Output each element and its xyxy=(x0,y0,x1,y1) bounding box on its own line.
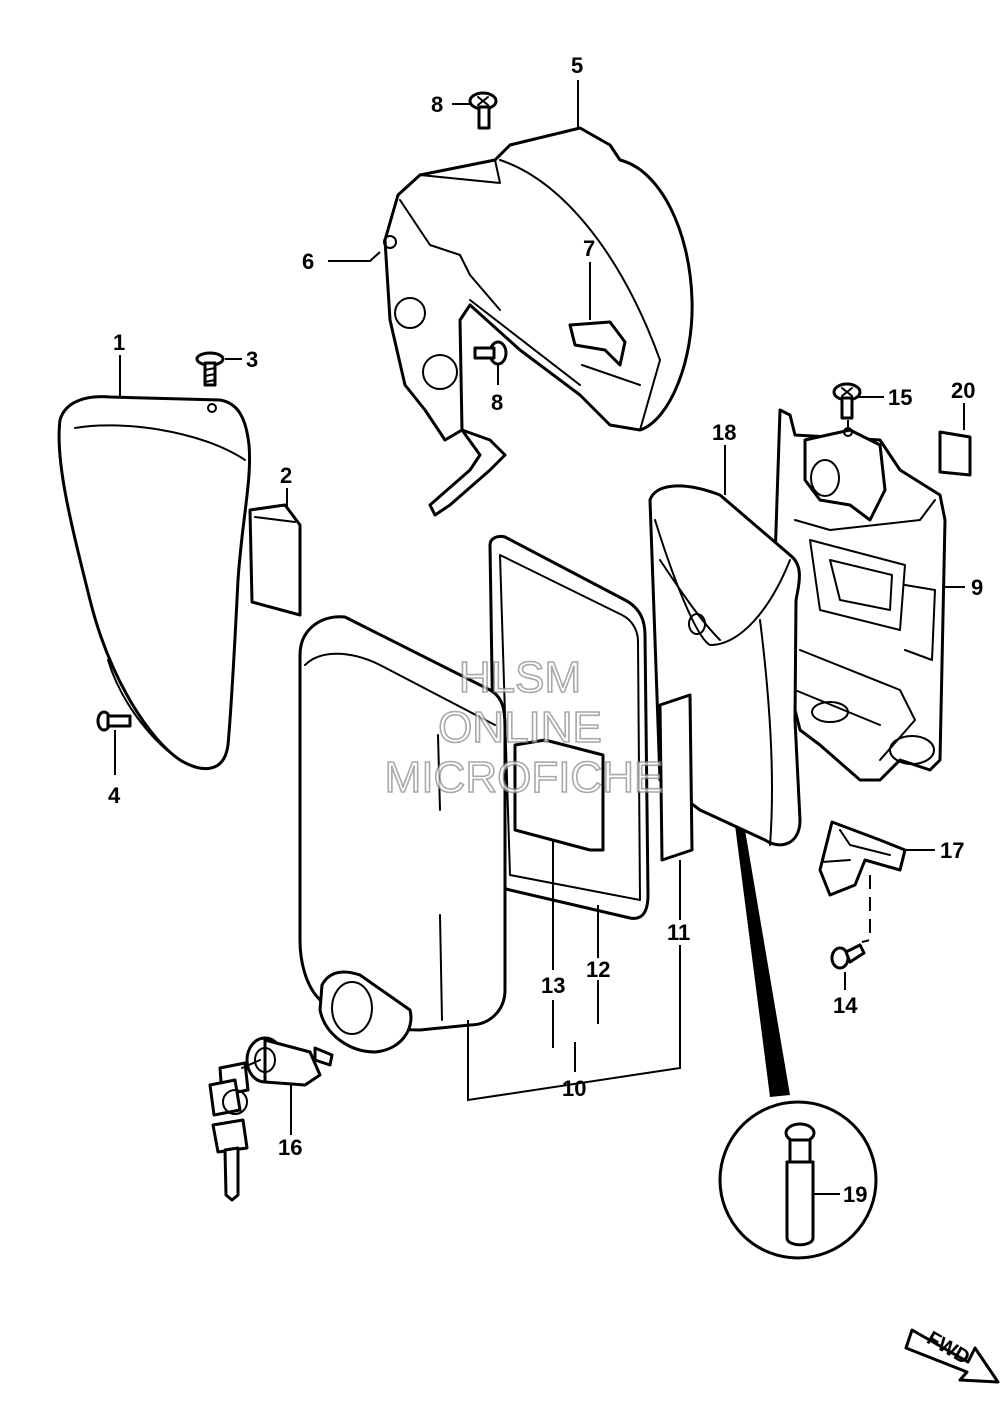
callout-13: 13 xyxy=(541,973,565,998)
callout-1: 1 xyxy=(113,330,125,355)
callout-20: 20 xyxy=(951,378,975,403)
watermark-line-1: HLSM xyxy=(459,653,581,702)
callout-5: 5 xyxy=(571,53,583,78)
callout-18: 18 xyxy=(712,420,736,445)
callout-16: 16 xyxy=(278,1135,302,1160)
callout-19: 19 xyxy=(843,1182,867,1207)
watermark: HLSM ONLINE MICROFICHE xyxy=(384,652,664,803)
screw-8-top xyxy=(468,91,498,130)
callout-8-top: 8 xyxy=(431,92,443,117)
callout-2: 2 xyxy=(280,463,292,488)
callout-8-lower: 8 xyxy=(491,390,503,415)
watermark-line-2: ONLINE xyxy=(438,703,602,752)
left-side-cover xyxy=(57,395,252,771)
fwd-arrow: FWD xyxy=(904,1327,1000,1384)
callout-labels: 1 2 3 4 5 6 7 8 8 9 10 11 12 13 14 15 16… xyxy=(108,53,983,1207)
callout-6: 6 xyxy=(302,249,314,274)
screw-8-lower xyxy=(473,340,508,366)
callout-9: 9 xyxy=(971,575,983,600)
detail-circle xyxy=(718,825,878,1260)
callout-15: 15 xyxy=(888,385,912,410)
leader-lines xyxy=(114,80,965,1195)
pad xyxy=(248,503,302,617)
pad-13 xyxy=(513,738,605,852)
label-20 xyxy=(938,430,972,477)
clip-17 xyxy=(818,820,907,897)
callout-3: 3 xyxy=(246,347,258,372)
callout-14: 14 xyxy=(833,993,858,1018)
callout-11: 11 xyxy=(667,920,690,945)
rear-bracket xyxy=(773,408,947,782)
callout-10: 10 xyxy=(562,1076,586,1101)
callout-12: 12 xyxy=(586,957,610,982)
upper-cover-bracket xyxy=(383,126,694,517)
callout-4: 4 xyxy=(108,783,121,808)
pad-11 xyxy=(658,693,694,862)
lock-assembly xyxy=(208,1036,334,1202)
screw-3 xyxy=(195,351,225,387)
watermark-line-3: MICROFICHE xyxy=(385,753,664,802)
screw-14 xyxy=(830,943,866,970)
storage-box xyxy=(298,615,507,1054)
callout-17: 17 xyxy=(940,838,964,863)
callout-7: 7 xyxy=(583,236,595,261)
screw-4 xyxy=(96,710,132,732)
screw-15 xyxy=(832,382,862,420)
